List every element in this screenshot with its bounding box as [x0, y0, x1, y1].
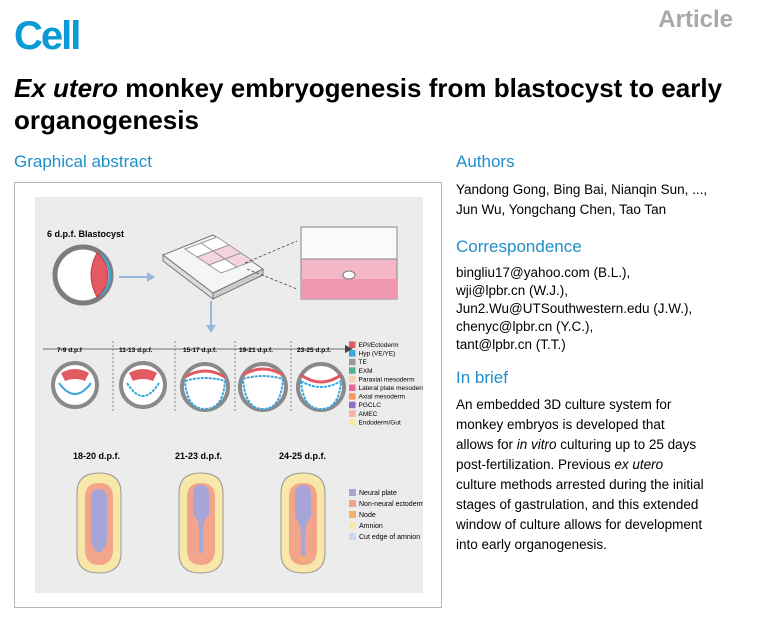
stage-label-2: 24-25 d.p.f. [279, 451, 326, 461]
article-type-label: Article [658, 6, 733, 33]
embryo-disc-3 [280, 472, 326, 574]
legend-label: AMEC [359, 411, 378, 418]
correspondence-heading: Correspondence [456, 237, 582, 256]
timeline-bar: 7-9 d.p.f 11-13 d.p.f. 15-17 d.p.f. 19-2… [43, 341, 353, 411]
in-brief-line: into early organogenesis. [456, 537, 607, 552]
legend-swatch [349, 401, 356, 409]
title-italic: Ex utero [14, 73, 119, 103]
in-brief-line: stages of gastrulation, and this extende… [456, 497, 699, 512]
blastocyst-arrow [119, 272, 155, 282]
timeline-label-4: 23-25 d.p.f. [297, 347, 331, 354]
blastocyst-icon [52, 244, 114, 306]
legend-label: Endoderm/Gut [359, 419, 401, 426]
graphical-abstract-svg: 6 d.p.f. Blastocyst [43, 226, 427, 574]
in-brief-heading: In brief [456, 368, 508, 387]
authors-line: Yandong Gong, Bing Bai, Nianqin Sun, ...… [456, 182, 708, 197]
legend-swatch [349, 489, 356, 496]
embryo-stage-5 [296, 362, 346, 412]
embryo-disc-2 [178, 472, 224, 574]
legend-label: Hyp (VE/YE) [359, 351, 396, 358]
legend-label: Node [359, 512, 376, 519]
legend-swatch [349, 341, 356, 348]
timeline-label-2: 15-17 d.p.f. [183, 347, 217, 354]
blastocyst-label: 6 d.p.f. Blastocyst [47, 229, 124, 239]
legend-swatch [349, 533, 356, 540]
correspondence-list: bingliu17@yahoo.com (B.L.), wji@lpbr.cn … [456, 264, 756, 354]
authors-list: Yandong Gong, Bing Bai, Nianqin Sun, ...… [456, 180, 756, 220]
timeline-label-1: 11-13 d.p.f. [119, 347, 153, 354]
in-brief-line: window of culture allows for development [456, 517, 703, 532]
zoom-lines [244, 240, 298, 290]
authors-line: Jun Wu, Yongchang Chen, Tao Tan [456, 202, 667, 217]
timeline-label-3: 19-21 d.p.f. [239, 347, 273, 354]
legend-swatch [349, 522, 356, 529]
legend-label: Cut edge of amnion [359, 534, 420, 541]
legend-label: EXM [359, 368, 373, 375]
legend-label: Axial mesoderm [359, 394, 406, 401]
title-rest: monkey embryogenesis from blastocyst to … [14, 73, 723, 135]
legend-swatch [349, 358, 356, 366]
legend-label: TE [359, 359, 368, 366]
legend-swatch [349, 418, 356, 426]
legend-label: Lateral plate mesoderm [359, 385, 424, 392]
stage-label-0: 18-20 d.p.f. [73, 451, 120, 461]
email-link[interactable]: bingliu17@yahoo.com (B.L.), [456, 265, 631, 280]
legend-swatch [349, 350, 356, 357]
legend-swatch [349, 511, 356, 518]
in-brief-line: post-fertilization. Previous ex utero [456, 457, 664, 472]
in-brief-text: An embedded 3D culture system for monkey … [456, 395, 756, 555]
timeline-label-0: 7-9 d.p.f [57, 347, 83, 354]
embryo-stage-3 [180, 362, 230, 412]
cell-logo: Cell [14, 14, 81, 58]
culture-plate-icon [161, 234, 264, 301]
email-link[interactable]: chenyc@lpbr.cn (Y.C.), [456, 319, 594, 334]
embryo-disc-1 [76, 472, 122, 574]
culture-well-icon [300, 226, 398, 300]
legend-swatch [349, 500, 356, 507]
in-brief-line: monkey embryos is developed that [456, 417, 665, 432]
embryo-stage-4 [238, 362, 288, 412]
embryo-stage-2 [119, 361, 167, 409]
legend-label: Non-neural ectoderm [359, 501, 423, 508]
legend-swatch [349, 375, 356, 383]
legend-label: PGCLC [359, 402, 382, 409]
in-brief-line: An embedded 3D culture system for [456, 397, 672, 412]
legend-label: EPI/Ectoderm [359, 342, 399, 349]
in-brief-line: culture methods arrested during the init… [456, 477, 704, 492]
legend-label: Paraxial mesoderm [359, 376, 415, 383]
graphical-abstract-heading: Graphical abstract [14, 152, 152, 171]
email-link[interactable]: tant@lpbr.cn (T.T.) [456, 337, 566, 352]
in-brief-line: allows for in vitro culturing up to 25 d… [456, 437, 697, 452]
legend-swatch [349, 384, 356, 391]
graphical-abstract-figure: 6 d.p.f. Blastocyst [14, 182, 442, 608]
stage-label-1: 21-23 d.p.f. [175, 451, 222, 461]
down-arrow [206, 301, 216, 333]
embryo-stage-1 [51, 361, 99, 409]
legend-label: Neural plate [359, 490, 397, 497]
legend-swatch [349, 367, 356, 374]
article-title: Ex utero monkey embryogenesis from blast… [14, 72, 754, 136]
authors-heading: Authors [456, 152, 515, 171]
email-link[interactable]: wji@lpbr.cn (W.J.), [456, 283, 568, 298]
legend-label: Amnion [359, 523, 383, 530]
graphical-abstract-panel: 6 d.p.f. Blastocyst [35, 197, 427, 593]
email-link[interactable]: Jun2.Wu@UTSouthwestern.edu (J.W.), [456, 301, 693, 316]
legend-swatch [349, 393, 356, 400]
legend-swatch [349, 410, 356, 417]
